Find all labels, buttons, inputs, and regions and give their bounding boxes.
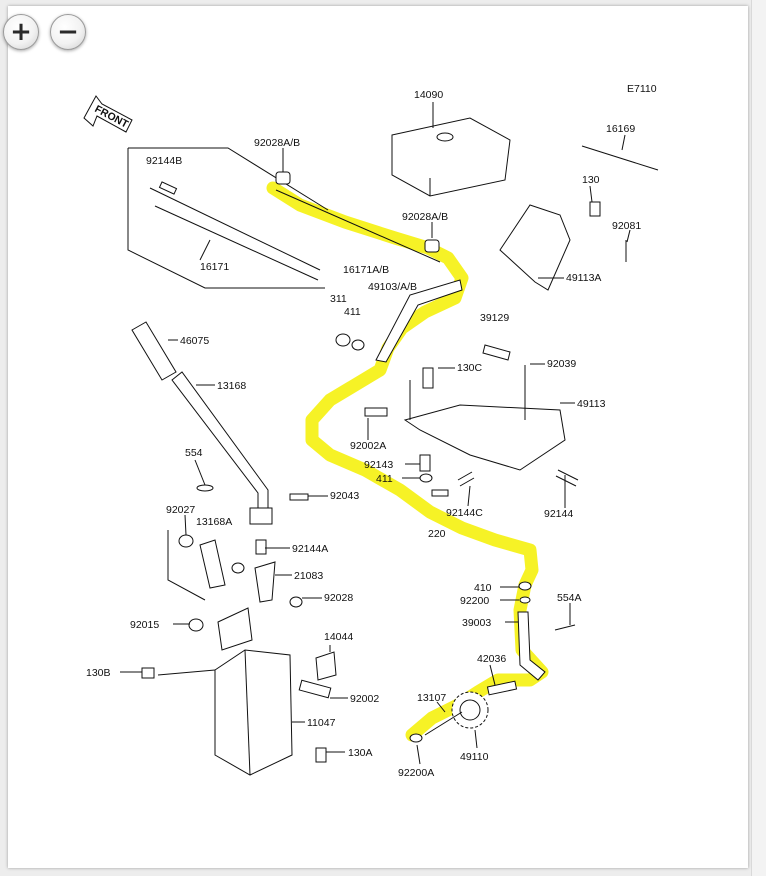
part-label: 13168 — [217, 380, 246, 392]
part-label: 13107 — [417, 692, 446, 704]
part-label: 39129 — [480, 312, 509, 324]
part-label: 16171A/B — [343, 264, 389, 276]
rod-assembly-group — [127, 147, 329, 289]
part-label: 46075 — [180, 335, 209, 347]
part-label: 92028 — [324, 592, 353, 604]
part-label: 92200 — [460, 595, 489, 607]
part-label: 49103/A/B — [368, 281, 417, 293]
diagram-code: E7110 — [627, 83, 657, 95]
part-label: 92144 — [544, 508, 573, 520]
part-label: 92081 — [612, 220, 641, 232]
front-arrow-icon: FRONT — [83, 95, 133, 133]
lower-right-assembly — [409, 581, 576, 743]
part-label: 130C — [457, 362, 483, 374]
part-label: 92144A — [292, 543, 328, 555]
part-label: 16169 — [606, 123, 635, 135]
part-label: 220 — [428, 528, 446, 540]
part-label: 130B — [86, 667, 111, 679]
part-label: 92028A/B — [254, 137, 300, 149]
part-label: 49110 — [460, 751, 489, 763]
part-label: 92028A/B — [402, 211, 448, 223]
part-label: 49113 — [577, 398, 606, 410]
vertical-scrollbar[interactable] — [751, 0, 766, 876]
part-label: 92144C — [446, 507, 483, 519]
part-label: 92027 — [166, 504, 195, 516]
part-label: 311 — [330, 293, 347, 305]
part-label: 14044 — [324, 631, 353, 643]
part-label: 16171 — [200, 261, 229, 273]
part-label: 21083 — [294, 570, 323, 582]
lower-left-assembly — [141, 530, 337, 776]
zoom-in-button[interactable]: + — [3, 14, 39, 50]
part-label: 14090 — [414, 89, 443, 101]
part-label: 92002A — [350, 440, 386, 452]
part-label: 411 — [376, 473, 393, 485]
part-label: 411 — [344, 306, 361, 318]
part-label: 554 — [185, 447, 203, 459]
zoom-out-button[interactable]: − — [50, 14, 86, 50]
part-label: 92143 — [364, 459, 393, 471]
part-labels: 14090 16169 92028A/B 92144B 130 92028A/B… — [86, 89, 641, 779]
part-label: 92039 — [547, 358, 576, 370]
part-label: 130A — [348, 747, 373, 759]
bracket-49113a — [499, 145, 659, 291]
shift-lever — [131, 321, 273, 525]
part-label: 92200A — [398, 767, 434, 779]
leader-lines — [120, 102, 631, 765]
part-label: 410 — [474, 582, 492, 594]
diagram-sheet — [8, 6, 748, 868]
part-label: 92043 — [330, 490, 359, 502]
part-label: 92002 — [350, 693, 379, 705]
center-linkage — [196, 279, 579, 501]
part-label: 13168A — [196, 516, 232, 528]
part-label: 554A — [557, 592, 582, 604]
part-label: 92015 — [130, 619, 159, 631]
part-label: 130 — [582, 174, 600, 186]
part-label: 49113A — [566, 272, 601, 284]
part-label: 92144B — [146, 155, 182, 167]
throttle-rod — [275, 171, 441, 263]
part-label: 42036 — [477, 653, 506, 665]
part-label: 11047 — [307, 717, 336, 729]
cover-14090 — [391, 117, 511, 197]
part-label: 39003 — [462, 617, 491, 629]
